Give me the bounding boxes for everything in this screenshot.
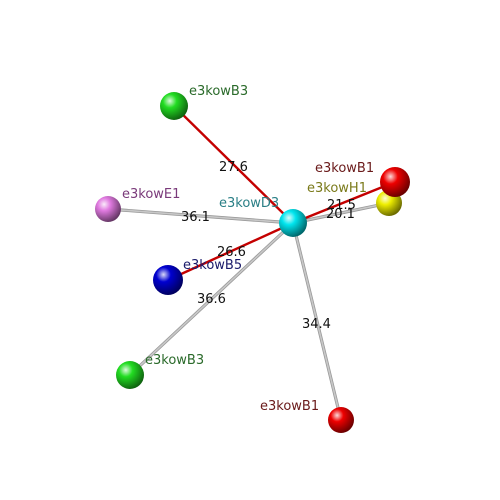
distance-label-b1_bottom: 34.4 — [302, 317, 331, 332]
atom-label-b5: e3kowB5 — [183, 258, 242, 273]
atom-label-b3_bottom: e3kowB3 — [145, 353, 204, 368]
bond-b1_top — [291, 180, 397, 225]
atoms-layer — [95, 92, 410, 433]
bond-b3_top — [172, 104, 295, 225]
distance-label-h1: 20.1 — [326, 207, 355, 222]
atom-label-h1: e3kowH1 — [307, 181, 367, 196]
atom-b3_bottom[interactable] — [116, 361, 144, 389]
atom-label-b1_bottom: e3kowB1 — [260, 399, 319, 414]
bond-e1 — [107, 208, 294, 224]
bonds-layer — [106, 104, 397, 422]
distance-label-b1_top: 21.5 — [327, 198, 356, 213]
atom-label-center: e3kowD3 — [219, 196, 279, 211]
distance-label-b3_top: 27.6 — [219, 160, 248, 175]
distance-label-b3_bottom: 36.6 — [197, 292, 226, 307]
atom-b3_top[interactable] — [160, 92, 188, 120]
atom-b1_bottom[interactable] — [328, 407, 354, 433]
bond-h1 — [292, 202, 390, 224]
bond-b3_bottom — [129, 222, 294, 376]
atom-b5[interactable] — [153, 265, 183, 295]
bond-b1_bottom — [292, 222, 342, 421]
bond-b5 — [166, 221, 295, 282]
distance-label-e1: 36.1 — [181, 210, 210, 225]
atom-e1[interactable] — [95, 196, 121, 222]
distance-label-b5: 26.6 — [217, 245, 246, 260]
atom-label-b3_top: e3kowB3 — [189, 84, 248, 99]
atom-label-e1: e3kowE1 — [122, 187, 180, 202]
atom-label-b1_top: e3kowB1 — [315, 161, 374, 176]
atom-center[interactable] — [279, 209, 307, 237]
atom-b1_top[interactable] — [380, 167, 410, 197]
